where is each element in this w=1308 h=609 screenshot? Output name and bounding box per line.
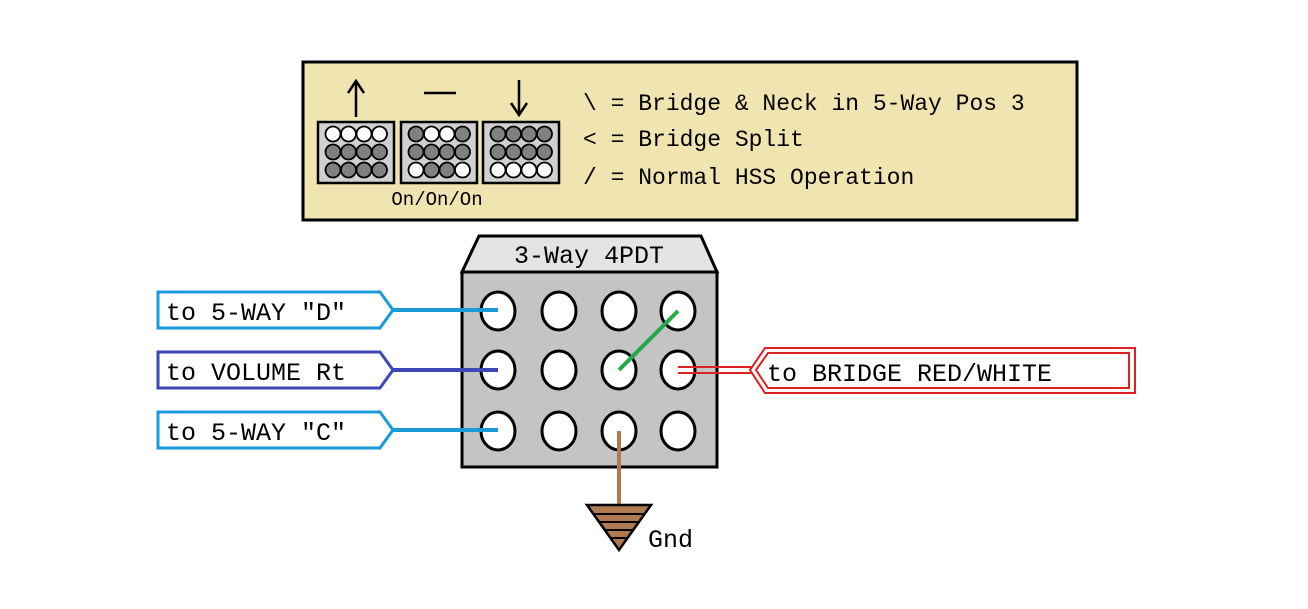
- wire-c: to 5-WAY "C": [156, 410, 498, 450]
- switch-title: 3-Way 4PDT: [514, 242, 664, 271]
- down-arrow-icon: [509, 80, 529, 118]
- label-tag-c: [156, 410, 395, 450]
- ground: Gnd: [584, 431, 693, 555]
- label-tag-bridge-inner: [754, 352, 1130, 389]
- wire-bridge: to BRIDGE RED/WHITE: [678, 347, 1136, 394]
- legend-line-1: \ = Bridge & Neck in 5-Way Pos 3: [583, 91, 1025, 117]
- wire-d: to 5-WAY "D": [156, 290, 498, 330]
- lug-r1-c3: [600, 290, 638, 332]
- label-tag-d: [156, 290, 395, 330]
- switch-caption: On/On/On: [391, 189, 482, 211]
- ground-label: Gnd: [648, 526, 693, 555]
- lug-r3-c2: [540, 410, 578, 452]
- label-tag-volume: [156, 350, 395, 390]
- label-volume: to VOLUME Rt: [166, 359, 346, 388]
- jumper-wire: [617, 309, 680, 372]
- ground-symbol-icon: [584, 503, 654, 553]
- switch-position-1-icon: [316, 120, 396, 185]
- legend-line-3: / = Normal HSS Operation: [583, 165, 914, 191]
- label-c: to 5-WAY "C": [166, 419, 346, 448]
- label-bridge: to BRIDGE RED/WHITE: [767, 360, 1052, 389]
- switch-position-3-icon: [481, 120, 561, 185]
- lug-r2-c4: [659, 349, 697, 391]
- lug-r1-c2: [540, 290, 578, 332]
- lug-r2-c2: [540, 349, 578, 391]
- wire-volume: to VOLUME Rt: [156, 350, 498, 390]
- switch-4pdt: 3-Way 4PDT: [459, 234, 720, 469]
- legend: On/On/On \ = Bridge & Neck in 5-Way Pos …: [301, 60, 1079, 222]
- up-arrow-icon: [346, 78, 366, 117]
- switch-position-2-icon: [399, 120, 479, 185]
- legend-line-2: < = Bridge Split: [583, 127, 804, 153]
- label-d: to 5-WAY "D": [166, 299, 346, 328]
- lug-r3-c4: [659, 410, 697, 452]
